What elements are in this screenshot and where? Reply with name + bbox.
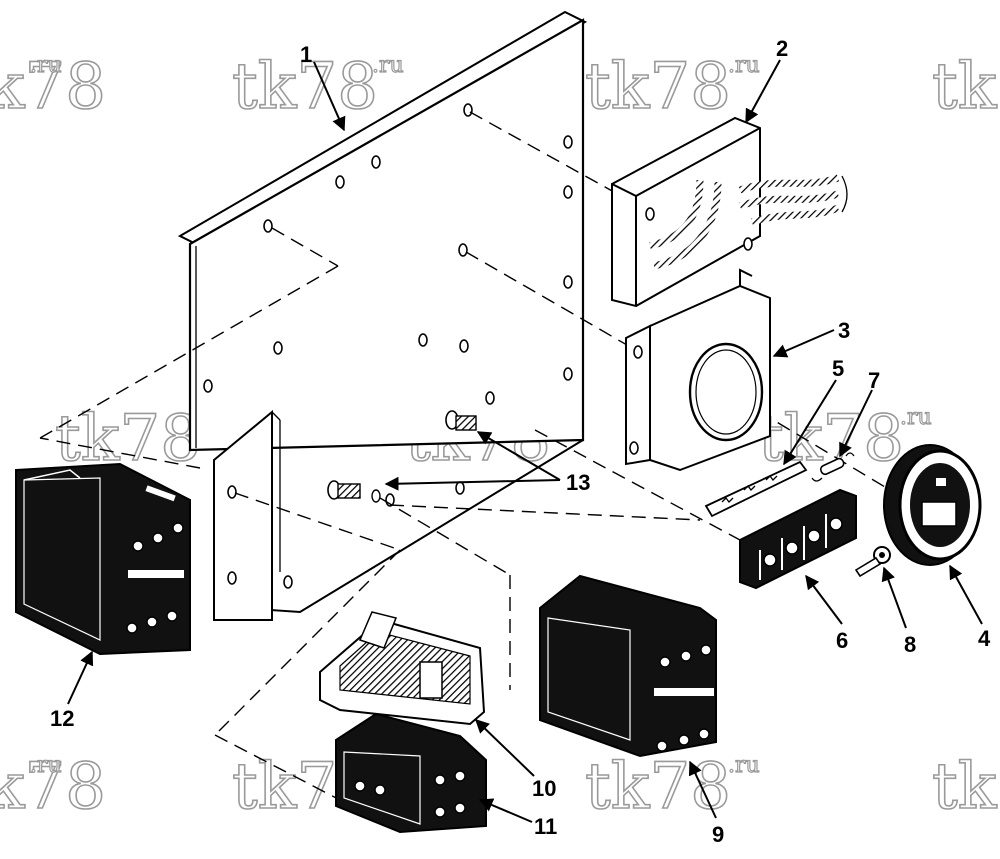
svg-text:.ru: .ru — [728, 753, 760, 778]
svg-text:tk78: tk78 — [932, 750, 1000, 824]
meter-bracket — [625, 268, 771, 472]
callout-7: 7 — [868, 368, 880, 393]
svg-text:.ru: .ru — [728, 53, 760, 78]
contactor-left — [15, 462, 191, 656]
svg-text:.ru: .ru — [900, 405, 932, 430]
svg-text:tk78: tk78 — [585, 50, 731, 124]
terminal-block — [739, 488, 857, 590]
watermark-bottom-left: tk78 .ru — [0, 749, 107, 825]
callout-11: 11 — [534, 814, 557, 839]
watermark-top-left: tk78 .ru — [0, 49, 107, 125]
callout-12: 12 — [50, 706, 74, 731]
watermark-mid-right: tk78 .ru — [757, 401, 932, 477]
jumper-pin — [811, 452, 855, 482]
relay-base — [319, 611, 486, 726]
svg-text:.ru: .ru — [30, 753, 62, 778]
callout-10: 10 — [532, 776, 556, 801]
bracket-plate — [213, 409, 281, 621]
watermark-bottom-far-right: tk78 — [931, 749, 1000, 825]
callout-5: 5 — [832, 356, 844, 381]
mounting-panel — [177, 10, 588, 614]
svg-text:tk78: tk78 — [55, 402, 201, 476]
assembly-lines — [39, 111, 891, 801]
callout-9: 9 — [712, 822, 724, 847]
marker-strip — [704, 460, 808, 518]
wire-module — [611, 116, 848, 308]
round-meter — [883, 444, 982, 566]
svg-text:tk78: tk78 — [0, 750, 106, 824]
callout-2: 2 — [776, 36, 788, 61]
svg-text:tk78: tk78 — [758, 402, 904, 476]
callout-6: 6 — [836, 628, 848, 653]
callout-3: 3 — [838, 318, 850, 343]
watermark: tk78 .ru tk78 .ru tk78 .ru tk78 tk78 .ru… — [0, 49, 1000, 825]
svg-text:tk78: tk78 — [932, 50, 1000, 124]
watermark-top-far-right: tk78 — [931, 49, 1000, 125]
svg-text:.ru: .ru — [30, 53, 62, 78]
overload-relay — [335, 712, 487, 834]
callout-1: 1 — [300, 42, 312, 67]
ring-terminal — [854, 546, 891, 578]
callout-4: 4 — [978, 626, 991, 651]
svg-text:.ru: .ru — [372, 53, 404, 78]
svg-text:tk78: tk78 — [585, 750, 731, 824]
callout-labels: 1 2 3 4 5 6 7 8 9 10 11 12 13 — [50, 36, 991, 847]
watermark-bottom-right: tk78 .ru — [584, 749, 760, 825]
screws — [327, 410, 477, 503]
callout-8: 8 — [904, 632, 916, 657]
leader-arrows — [67, 59, 983, 823]
callout-13: 13 — [566, 470, 590, 495]
svg-text:tk78: tk78 — [0, 50, 106, 124]
watermark-top-right: tk78 .ru — [584, 49, 760, 125]
contactor-right — [539, 574, 717, 758]
watermark-top-center: tk78 .ru — [231, 49, 404, 125]
svg-text:tk78: tk78 — [232, 50, 378, 124]
